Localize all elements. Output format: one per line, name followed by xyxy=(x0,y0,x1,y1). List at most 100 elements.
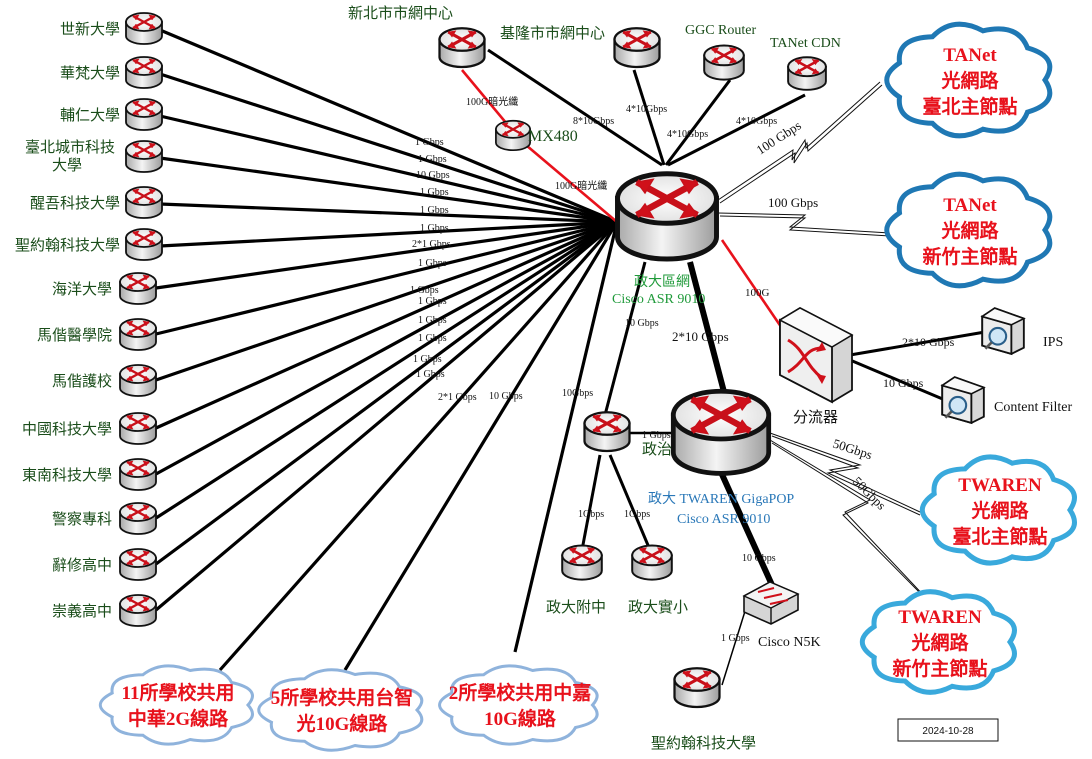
node-label-mx480: MX480 xyxy=(528,128,578,145)
node-label-keelung: 基隆市市網中心 xyxy=(500,24,605,42)
cloud-tanet-taipei[interactable] xyxy=(884,21,1053,139)
link-nccu-exp xyxy=(608,454,652,551)
school-label: 馬偕醫學院 xyxy=(37,326,112,344)
cloud-shared-cht[interactable] xyxy=(98,664,254,746)
speed-ips: 2*10 Gbps xyxy=(902,335,955,349)
school-router-icon[interactable] xyxy=(118,501,158,536)
router-icon-mx480[interactable] xyxy=(494,119,532,152)
router-icon-nccu-high[interactable] xyxy=(560,544,604,581)
cloud-text-tanet-taipei: 光網路 xyxy=(940,69,999,92)
cloud-links xyxy=(717,81,931,604)
cloud-text-shared-taiwanstar: 5所學校共用台智 xyxy=(271,686,414,709)
cloud-text-shared-cht: 11所學校共用 xyxy=(122,681,235,704)
fan-speed-label: 1 Gbps xyxy=(410,285,439,296)
content-filter-appliance-icon[interactable] xyxy=(940,375,986,425)
router-icon-keelung[interactable] xyxy=(613,26,661,69)
school-label: 中國科技大學 xyxy=(22,420,112,438)
link-n5k-sju xyxy=(721,607,747,686)
school-router-icon[interactable] xyxy=(118,317,158,352)
fan-speed-label: 2*1 Gbps xyxy=(412,239,451,250)
fan-speed-label: 1 Gbps xyxy=(418,296,447,307)
node-label-tanet-cdn: TANet CDN xyxy=(770,36,841,51)
fan-speed-label: 1 Gbps xyxy=(420,223,449,234)
cloud-text-twaren-hsinchu: TWAREN xyxy=(898,607,982,628)
speed-nccu-twaren: 1 Gbps xyxy=(642,430,671,441)
speed-tanet-cdn: 4*10Gbps xyxy=(736,116,777,127)
cloud-tanet-hsinchu[interactable] xyxy=(884,171,1053,289)
n5k-label: Cisco N5K xyxy=(758,635,821,650)
twaren-router-name: 政大 TWAREN GigaPOP xyxy=(648,491,794,507)
speed-sju-bottom: 1 Gbps xyxy=(721,633,750,644)
splitter-icon[interactable] xyxy=(778,306,854,404)
link-core-twaren xyxy=(687,261,727,393)
school-router-icon[interactable] xyxy=(118,457,158,492)
cloud-text-shared-cns: 10G線路 xyxy=(484,707,557,730)
shared-line-speed-label: 10Gbps xyxy=(562,388,593,399)
router-icon-nccu[interactable] xyxy=(583,410,631,453)
school-router-icon[interactable] xyxy=(124,185,164,220)
ips-appliance-icon[interactable] xyxy=(980,306,1026,356)
twaren-router-model: Cisco ASR 9010 xyxy=(677,512,770,527)
school-router-icon[interactable] xyxy=(124,11,164,46)
router-icon-ggc[interactable] xyxy=(702,44,746,81)
router-icon-tanet-cdn[interactable] xyxy=(786,55,828,92)
school-label: 華梵大學 xyxy=(60,64,120,82)
speed-mx480-fiber: 100G暗光纖 xyxy=(555,179,607,192)
fan-speed-label: 10 Gbps xyxy=(416,170,450,181)
school-router-icon[interactable] xyxy=(124,227,164,262)
twaren-router-icon[interactable] xyxy=(673,391,768,473)
link-twaren-n5k xyxy=(717,468,775,587)
fan-speed-label: 1 Gbps xyxy=(418,315,447,326)
router-icon-sju-bottom[interactable] xyxy=(673,666,721,709)
fan-speed-label: 1 Gbps xyxy=(413,354,442,365)
school-label: 世新大學 xyxy=(60,20,120,38)
cloud-text-tanet-hsinchu: 光網路 xyxy=(940,219,999,242)
cloud-twaren-hsinchu[interactable] xyxy=(859,589,1017,695)
school-router-icon[interactable] xyxy=(118,411,158,446)
core-router-name: 政大區網 xyxy=(634,274,690,290)
school-router-icon[interactable] xyxy=(124,55,164,90)
school-router-icon[interactable] xyxy=(118,547,158,582)
cloud-text-shared-cht: 中華2G線路 xyxy=(128,707,229,730)
date-label: 2024-10-28 xyxy=(922,726,974,737)
date-box xyxy=(897,718,999,742)
core-router-icon[interactable] xyxy=(618,174,717,259)
n5k-switch-icon[interactable] xyxy=(742,581,800,625)
school-router-icon[interactable] xyxy=(124,139,164,174)
speed-ggc: 4*10Gbps xyxy=(667,129,708,140)
cloud-shared-cns[interactable] xyxy=(438,664,599,746)
speed-splitter: 100G xyxy=(745,287,770,299)
ips-label: IPS xyxy=(1043,335,1063,350)
school-list: 世新大學華梵大學輔仁大學臺北城市科技大學醒吾科技大學聖約翰科技大學海洋大學馬偕醫… xyxy=(15,11,164,628)
core-router-model: Cisco ASR 9010 xyxy=(612,292,705,307)
school-router-icon[interactable] xyxy=(118,593,158,628)
fan-speed-label: 1 Gbps xyxy=(415,137,444,148)
cloud-text-shared-cns: 2所學校共用中嘉 xyxy=(449,681,592,704)
cloud-text-twaren-hsinchu: 光網路 xyxy=(910,631,969,654)
cloud-group: TANet光網路臺北主節點TANet光網路新竹主節點TWAREN光網路臺北主節點… xyxy=(98,21,1077,752)
school-label: 崇義高中 xyxy=(52,602,112,620)
link-core-nccu xyxy=(603,261,647,416)
school-links xyxy=(154,28,619,672)
cloud-shared-taiwanstar[interactable] xyxy=(257,668,424,752)
speed-keelung: 4*10Gbps xyxy=(626,104,667,115)
school-router-icon[interactable] xyxy=(118,363,158,398)
fan-speed-label: 1 Gbps xyxy=(416,369,445,380)
top-links xyxy=(461,48,806,223)
speed-nccu-high: 1Gbps xyxy=(578,509,604,520)
splitter-label: 分流器 xyxy=(793,408,838,426)
router-icon-newtaipei[interactable] xyxy=(438,26,486,69)
cloud-twaren-taipei[interactable] xyxy=(919,454,1077,566)
cloud-text-twaren-hsinchu: 新竹主節點 xyxy=(892,657,987,680)
link-nccu-high xyxy=(580,454,602,551)
cloud-text-tanet-taipei: 臺北主節點 xyxy=(922,95,1017,118)
node-label-sju-bottom: 聖約翰科技大學 xyxy=(651,734,756,752)
school-router-icon[interactable] xyxy=(118,271,158,306)
school-router-icon[interactable] xyxy=(124,97,164,132)
link-splitter-ips xyxy=(849,330,986,357)
fan-speed-label: 1 Gbps xyxy=(418,154,447,165)
router-icon-nccu-exp[interactable] xyxy=(630,544,674,581)
school-label: 醒吾科技大學 xyxy=(30,194,120,212)
school-label: 臺北城市科技大學 xyxy=(25,138,115,174)
fan-speed-label: 1 Gbps xyxy=(420,187,449,198)
